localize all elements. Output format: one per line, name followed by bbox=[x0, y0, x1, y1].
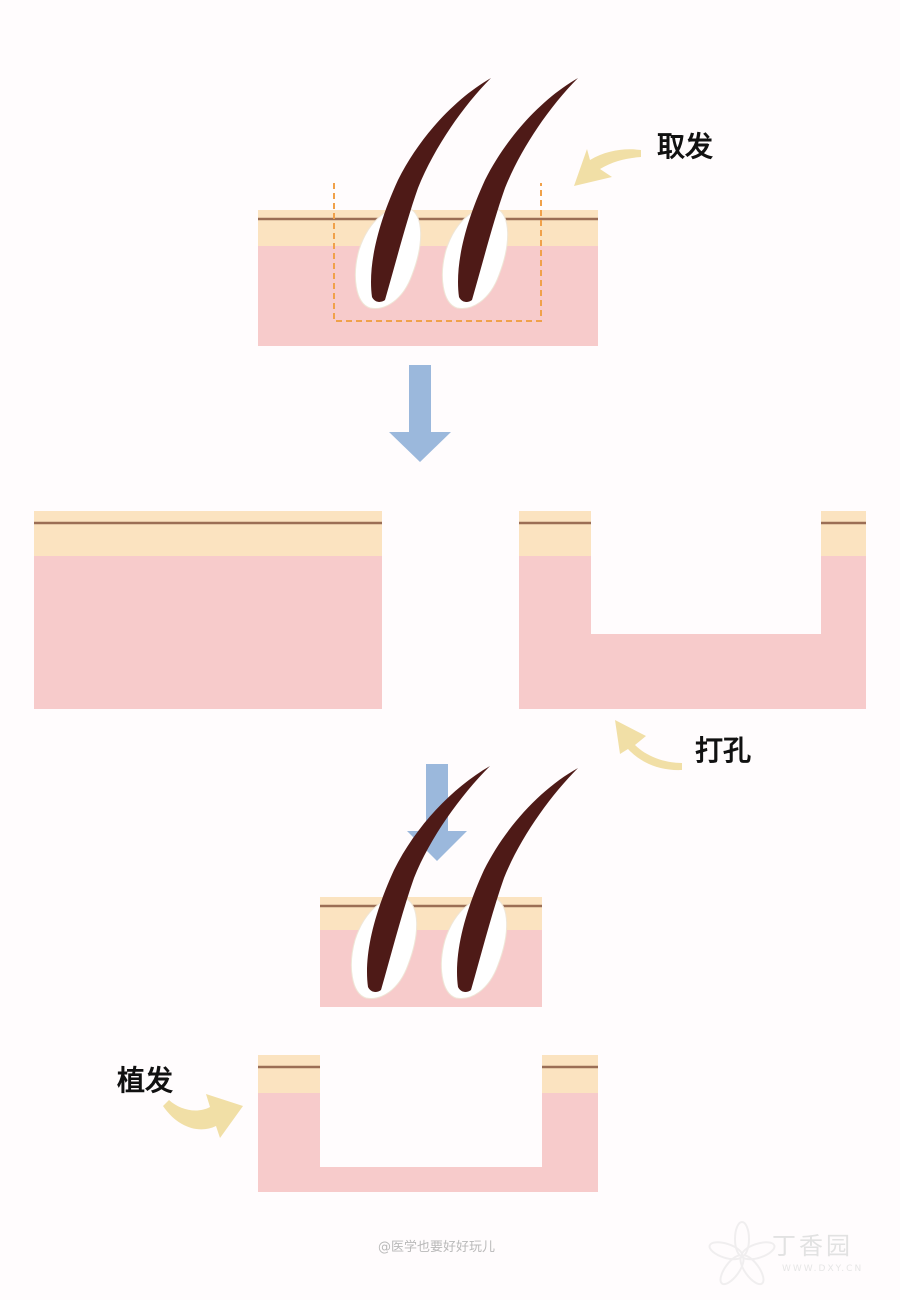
harvest-label: 取发 bbox=[657, 130, 714, 163]
punched-epidermis-right bbox=[821, 511, 866, 556]
implant-label: 植发 bbox=[117, 1064, 174, 1097]
watermark: 丁香园 WWW.DXY.CN bbox=[706, 1222, 886, 1286]
watermark-url: WWW.DXY.CN bbox=[782, 1264, 864, 1274]
hole-epidermis-right bbox=[542, 1055, 598, 1093]
donor-epidermis bbox=[258, 210, 598, 246]
recipient-skin-punched bbox=[519, 511, 866, 709]
graft-hair-2 bbox=[440, 768, 578, 999]
hole-dermis bbox=[258, 1093, 598, 1192]
harvest-callout-arrow bbox=[574, 149, 641, 186]
punched-dermis bbox=[519, 556, 866, 709]
punched-epidermis-left bbox=[519, 511, 591, 556]
watermark-brand: 丁香园 bbox=[772, 1232, 853, 1260]
flow-arrow-down-1 bbox=[389, 365, 451, 462]
donor-skin-block bbox=[258, 78, 598, 346]
donor-dermis bbox=[258, 246, 598, 346]
donor-hair-2 bbox=[441, 78, 578, 309]
hole-epidermis-left bbox=[258, 1055, 320, 1093]
graft-epidermis bbox=[320, 897, 542, 930]
graft-hair-1 bbox=[350, 766, 490, 999]
graft-cut-outline bbox=[333, 183, 542, 322]
recipient-skin-intact bbox=[34, 511, 382, 709]
recipient-hole bbox=[258, 1055, 598, 1192]
punch-label: 打孔 bbox=[695, 734, 752, 767]
donor-hair-1 bbox=[354, 78, 491, 309]
footer-credit: @医学也要好好玩儿 bbox=[378, 1240, 496, 1255]
implant-callout-arrow bbox=[163, 1094, 243, 1138]
punch-callout-arrow bbox=[615, 720, 682, 771]
watermark-flower-icon bbox=[708, 1221, 776, 1286]
recipient-epidermis bbox=[34, 511, 382, 556]
harvested-graft bbox=[320, 766, 578, 1007]
recipient-dermis bbox=[34, 556, 382, 709]
